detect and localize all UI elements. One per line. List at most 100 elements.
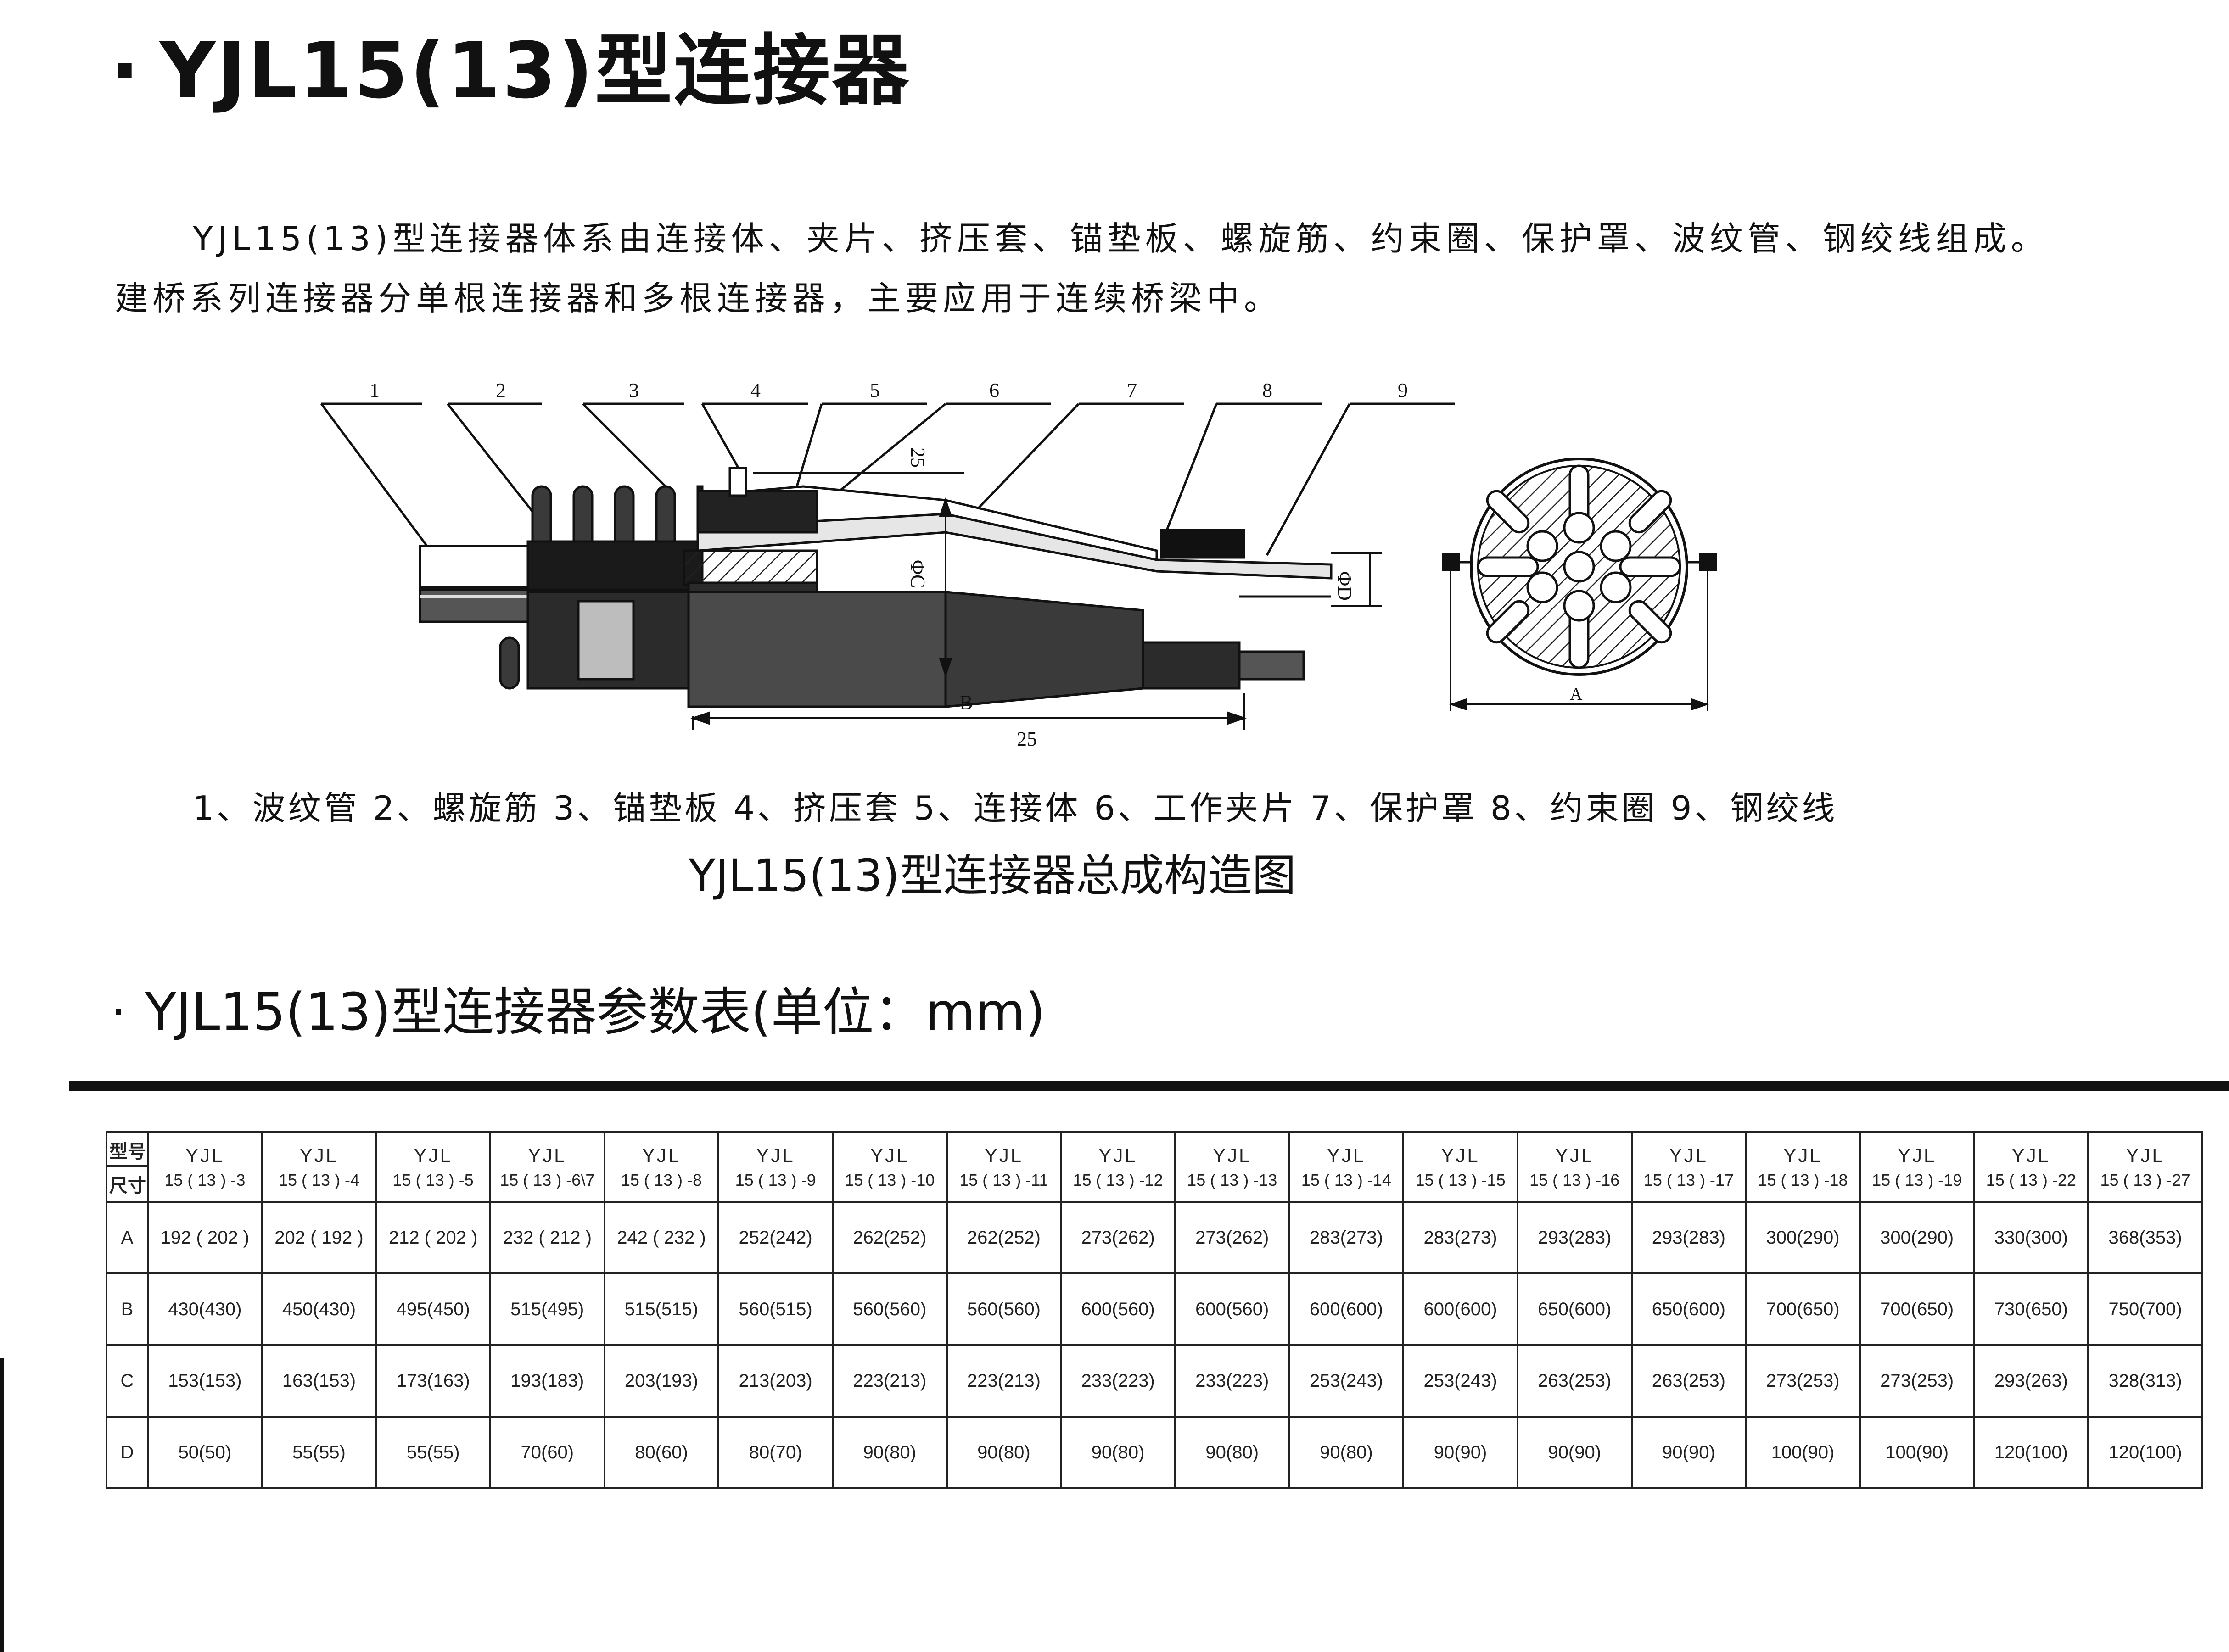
table-cell: 560(560)	[946, 1272, 1062, 1346]
table-cell: 730(650)	[1973, 1272, 2089, 1346]
dim-B-arrow-right	[1227, 711, 1247, 725]
table-cell: 262(252)	[831, 1201, 948, 1274]
dimension-label: A	[106, 1201, 149, 1274]
model-prefix: YJL	[870, 1144, 909, 1166]
table-cell: 750(700)	[2087, 1272, 2203, 1346]
model-prefix: YJL	[528, 1144, 567, 1166]
table-cell: 515(515)	[603, 1272, 720, 1346]
table-cell: 233(223)	[1060, 1344, 1176, 1418]
table-cell: 90(90)	[1402, 1416, 1518, 1489]
extrusion-sleeve	[696, 490, 818, 534]
callout-2: 2	[496, 379, 506, 402]
leader-8	[1165, 403, 1218, 533]
table-cell: 153(153)	[147, 1344, 263, 1418]
right-strand	[1238, 650, 1305, 681]
connector-body-hatch-upper	[683, 549, 818, 586]
table-cell: 515(495)	[489, 1272, 605, 1346]
model-prefix: YJL	[1098, 1144, 1137, 1166]
table-cell: 90(80)	[831, 1416, 948, 1489]
table-cell: 173(163)	[375, 1344, 491, 1418]
corner-label-size: 尺寸	[109, 1176, 146, 1196]
leader-5	[793, 403, 823, 496]
table-cell: 253(243)	[1288, 1344, 1405, 1418]
figure-legend: 1、波纹管 2、螺旋筋 3、锚垫板 4、挤压套 5、连接体 6、工作夹片 7、保…	[193, 789, 1838, 827]
page-edge-bar	[0, 1358, 4, 1652]
model-number: 15 ( 13 ) -19	[1872, 1171, 1962, 1189]
table-cell: 90(80)	[1288, 1416, 1405, 1489]
table-cell: 203(193)	[603, 1344, 720, 1418]
model-prefix: YJL	[1327, 1144, 1366, 1166]
model-number: 15 ( 13 ) -11	[959, 1171, 1048, 1189]
model-number: 15 ( 13 ) -8	[621, 1171, 702, 1189]
dim-label-25-bottom: 25	[1017, 728, 1037, 750]
callout-1: 1	[370, 379, 380, 402]
strand-path	[696, 513, 1333, 580]
table-cell: 223(213)	[946, 1344, 1062, 1418]
table-cell: 600(600)	[1402, 1272, 1518, 1346]
table-cell: 560(515)	[717, 1272, 834, 1346]
table-cell: 192 ( 202 )	[147, 1201, 263, 1274]
model-number: 15 ( 13 ) -15	[1415, 1171, 1506, 1189]
page-title-text: YJL15(13)型连接器	[159, 26, 911, 116]
intro-paragraph: YJL15(13)型连接器体系由连接体、夹片、挤压套、锚垫板、螺旋筋、约束圈、保…	[115, 209, 2157, 328]
table-cell: 120(100)	[2087, 1416, 2203, 1489]
model-header-cell: YJL 15 ( 13 ) -8	[603, 1131, 720, 1203]
model-prefix: YJL	[642, 1144, 681, 1166]
model-number: 15 ( 13 ) -16	[1529, 1171, 1620, 1189]
model-header-cell: YJL 15 ( 13 ) -11	[946, 1131, 1062, 1203]
sleeve-bolt	[728, 467, 747, 497]
table-cell: 450(430)	[261, 1272, 377, 1346]
model-number: 15 ( 13 ) -14	[1301, 1171, 1391, 1189]
model-header-cell: YJL 15 ( 13 ) -14	[1288, 1131, 1405, 1203]
leader-7	[963, 403, 1080, 524]
callout-8: 8	[1262, 379, 1272, 402]
dim-label-phiD: ΦD	[1333, 571, 1356, 601]
dim-B-arrow-left	[690, 711, 710, 725]
model-number: 15 ( 13 ) -13	[1187, 1171, 1277, 1189]
connector-neck	[577, 600, 635, 681]
table-cell: 202 ( 192 )	[261, 1201, 377, 1274]
model-prefix: YJL	[984, 1144, 1024, 1166]
leader-1	[320, 403, 442, 565]
connector-body-front	[687, 591, 947, 708]
model-prefix: YJL	[2126, 1144, 2165, 1166]
table-cell: 233(223)	[1174, 1344, 1290, 1418]
dim-label-phiC: ΦC	[907, 560, 929, 588]
table-cell: 213(203)	[717, 1344, 834, 1418]
corner-divider	[107, 1165, 147, 1167]
model-number: 15 ( 13 ) -12	[1073, 1171, 1163, 1189]
table-title-text: YJL15(13)型连接器参数表(单位：mm)	[145, 982, 1046, 1042]
table-cell: 300(290)	[1859, 1201, 1975, 1274]
model-number: 15 ( 13 ) -5	[392, 1171, 474, 1189]
dim-label-B: B	[959, 691, 973, 714]
model-number: 15 ( 13 ) -6\7	[500, 1171, 595, 1189]
table-cell: 430(430)	[147, 1272, 263, 1346]
table-cell: 700(650)	[1745, 1272, 1861, 1346]
table-corner-cell: 型号 尺寸	[106, 1131, 149, 1203]
callout-7: 7	[1127, 379, 1137, 402]
table-cell: 600(600)	[1288, 1272, 1405, 1346]
intro-line-2: 建桥系列连接器分单根连接器和多根连接器，主要应用于连续桥梁中。	[115, 279, 1282, 318]
leader-3	[582, 403, 676, 497]
table-cell: 273(262)	[1174, 1201, 1290, 1274]
table-cell: 368(353)	[2087, 1201, 2203, 1274]
table-cell: 80(70)	[717, 1416, 834, 1489]
table-cell: 90(80)	[946, 1416, 1062, 1489]
dimension-label: C	[106, 1344, 149, 1418]
table-cell: 262(252)	[946, 1201, 1062, 1274]
model-prefix: YJL	[299, 1144, 339, 1166]
table-cell: 293(263)	[1973, 1344, 2089, 1418]
table-cell: 55(55)	[261, 1416, 377, 1489]
dim-phiC-arrow-bottom	[939, 658, 952, 678]
model-number: 15 ( 13 ) -22	[1986, 1171, 2076, 1189]
